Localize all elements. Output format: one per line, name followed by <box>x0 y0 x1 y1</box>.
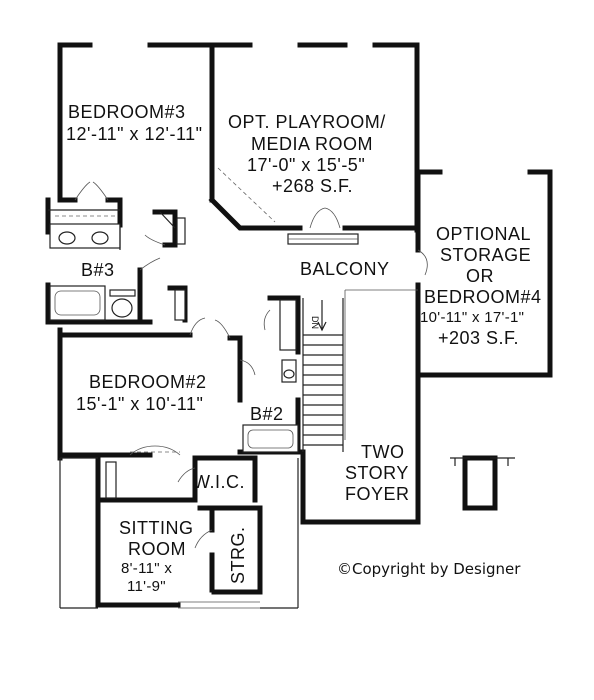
stair: DN <box>302 298 344 452</box>
playroom-name-line2: MEDIA ROOM <box>251 134 373 154</box>
bedroom2-size: 15'-1" x 10'-11" <box>76 394 203 414</box>
sitting-line1: SITTING <box>119 518 194 538</box>
playroom-size: 17'-0" x 15'-5" <box>247 155 365 175</box>
sitting-line2: ROOM <box>128 539 186 559</box>
wic-name: W.I.C. <box>193 472 245 492</box>
foyer-line1: TWO <box>361 442 405 462</box>
playroom-area: +268 S.F. <box>272 176 353 196</box>
foyer-line3: FOYER <box>345 484 410 504</box>
balcony-name: BALCONY <box>300 259 390 279</box>
storage-line4: BEDROOM#4 <box>424 287 542 307</box>
sitting-size2: 11'-9" <box>127 578 166 595</box>
bath3-name: B#3 <box>81 260 115 280</box>
bedroom2-name: BEDROOM#2 <box>89 372 207 392</box>
details: DN <box>48 167 515 609</box>
storage-size: 10'-11" x 17'-1" <box>420 309 524 326</box>
room-labels: BEDROOM#3 12'-11" x 12'-11" OPT. PLAYROO… <box>66 102 542 595</box>
storage-area: +203 S.F. <box>438 328 519 348</box>
playroom-name-line1: OPT. PLAYROOM/ <box>228 112 386 132</box>
bedroom3-name: BEDROOM#3 <box>68 102 186 122</box>
stair-down-label: DN <box>310 316 320 329</box>
bath2-name: B#2 <box>250 404 284 424</box>
bedroom3-size: 12'-11" x 12'-11" <box>66 124 203 144</box>
storage-line2: STORAGE <box>440 245 531 265</box>
storage-line3: OR <box>466 266 494 286</box>
walls <box>45 42 553 608</box>
storage-line1: OPTIONAL <box>436 224 531 244</box>
strg-name: STRG. <box>228 526 248 584</box>
copyright-notice: ©Copyright by Designer <box>337 560 521 578</box>
foyer-line2: STORY <box>345 463 409 483</box>
sitting-size1: 8'-11" x <box>121 560 172 577</box>
